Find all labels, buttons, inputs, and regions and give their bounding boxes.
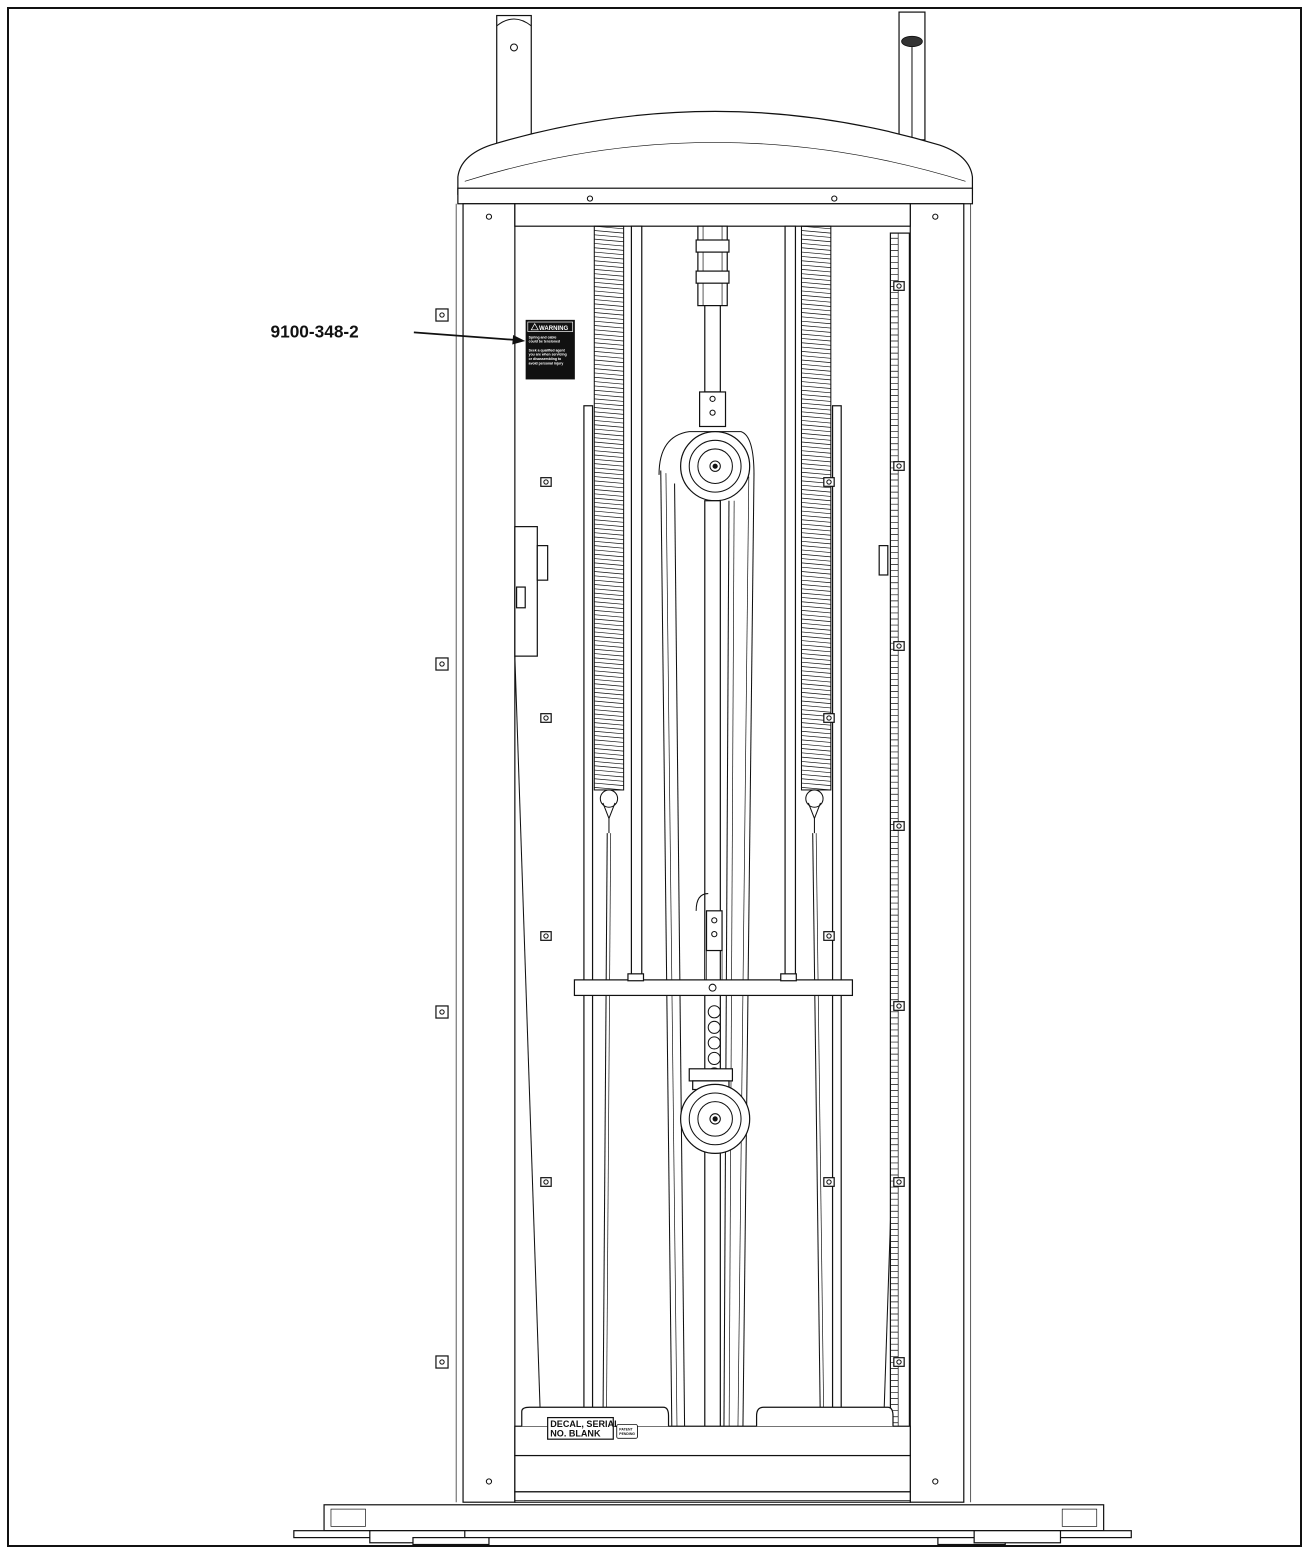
bottom-pulley [680,1068,751,1155]
frame-bracket-right [893,461,905,471]
spring-coils [801,225,831,791]
part-number-label: 9100-348-2 [271,322,359,342]
selector-hole [707,1020,721,1034]
side-bracket-left [514,526,549,657]
top-post-right [898,11,926,141]
rail-tooth [890,237,899,1436]
spring-coils [594,225,624,791]
top-post-left [496,14,532,153]
adjustment-rail-right [878,232,911,1443]
warning-decal: WARNING Spring and cable could be tensio… [525,319,575,380]
floor-base [293,1504,1132,1546]
top-shroud [457,110,974,205]
frame-bracket-right [893,1357,905,1367]
frame-bracket-mid-bolt [543,479,549,485]
top-pulley [658,431,755,502]
frame-bracket-left-bolt [439,312,445,318]
frame-bracket-mid-bolt [826,933,832,939]
frame-bracket-mid-bolt [543,933,549,939]
frame-bracket-right-bolt [896,283,902,289]
frame-bracket-right-bolt [896,643,902,649]
frame-bracket-mid-bolt [826,715,832,721]
frame-bracket-mid [540,477,552,487]
serial-decal-line-2: NO. BLANK [550,1429,601,1439]
center-column [695,225,730,428]
frame-bracket-left-bolt [439,1359,445,1365]
right-upright [909,203,972,1503]
frame-bracket-left [435,308,449,322]
frame-bracket-right-bolt [896,1359,902,1365]
warning-line-2: could be tensioned [529,340,560,344]
frame-bracket-left-bolt [439,661,445,667]
spring-hook-right [805,789,825,1434]
frame-bracket-mid-bolt [543,1179,549,1185]
selector-column [695,500,723,1456]
top-crossbar [514,203,911,227]
warning-line-4: Seek a qualified agent [529,348,566,352]
spring-right [800,225,832,791]
left-upright [455,203,516,1503]
pulley-cables [514,470,910,1460]
frame-bracket-mid [540,713,552,723]
selector-hole [707,1036,721,1050]
frame-bracket-mid [540,1177,552,1187]
warning-line-5: you are when servicing [529,353,567,357]
base-plate [514,1406,911,1503]
frame-bracket-left [435,657,449,671]
part-callout: 9100-348-2 [271,322,526,345]
frame-bracket-right-bolt [896,1003,902,1009]
patent-decal-line-2: PENDING [619,1432,635,1436]
selector-hole [707,1051,721,1066]
frame-bracket-left [435,1355,449,1369]
frame-bracket-mid [823,477,835,487]
patent-decal-line-1: PATENT [619,1428,633,1432]
warning-line-7: avoid personal injury [529,361,564,365]
spring-left [593,225,625,791]
frame-bracket-right-bolt [896,823,902,829]
warning-title: WARNING [539,326,568,332]
warning-line-6: or disassembling to [529,357,561,361]
spring-hook-left [599,789,619,1434]
frame-bracket-mid [823,713,835,723]
warning-line-1: Spring and cable [529,335,557,339]
frame-bracket-right [893,281,905,291]
frame-bracket-right-bolt [896,1179,902,1185]
frame-bracket-right [893,1177,905,1187]
frame-bracket-left-bolt [439,1009,445,1015]
frame-bracket-right [893,1001,905,1011]
selector-hole [707,1005,721,1019]
carriage-crossbar [573,973,854,997]
frame-bracket-mid [823,931,835,941]
page-border [7,7,1302,1547]
drawing-scaled: WARNING Spring and cable could be tensio… [271,11,1132,1546]
frame-bracket-mid-bolt [826,479,832,485]
frame-brackets [435,281,905,1369]
frame-bracket-right [893,641,905,651]
frame-bracket-left [435,1005,449,1019]
frame-bracket-right-bolt [896,463,902,469]
frame-bracket-right [893,821,905,831]
frame-bracket-mid [540,931,552,941]
serial-decal-line-1: DECAL, SERIAL [550,1419,620,1429]
frame-bracket-mid-bolt [543,715,549,721]
frame-bracket-mid-bolt [826,1179,832,1185]
frame-bracket-mid [823,1177,835,1187]
patent-decal: PATENT PENDING [616,1424,638,1439]
serial-decal: DECAL, SERIAL NO. BLANK [547,1416,620,1440]
